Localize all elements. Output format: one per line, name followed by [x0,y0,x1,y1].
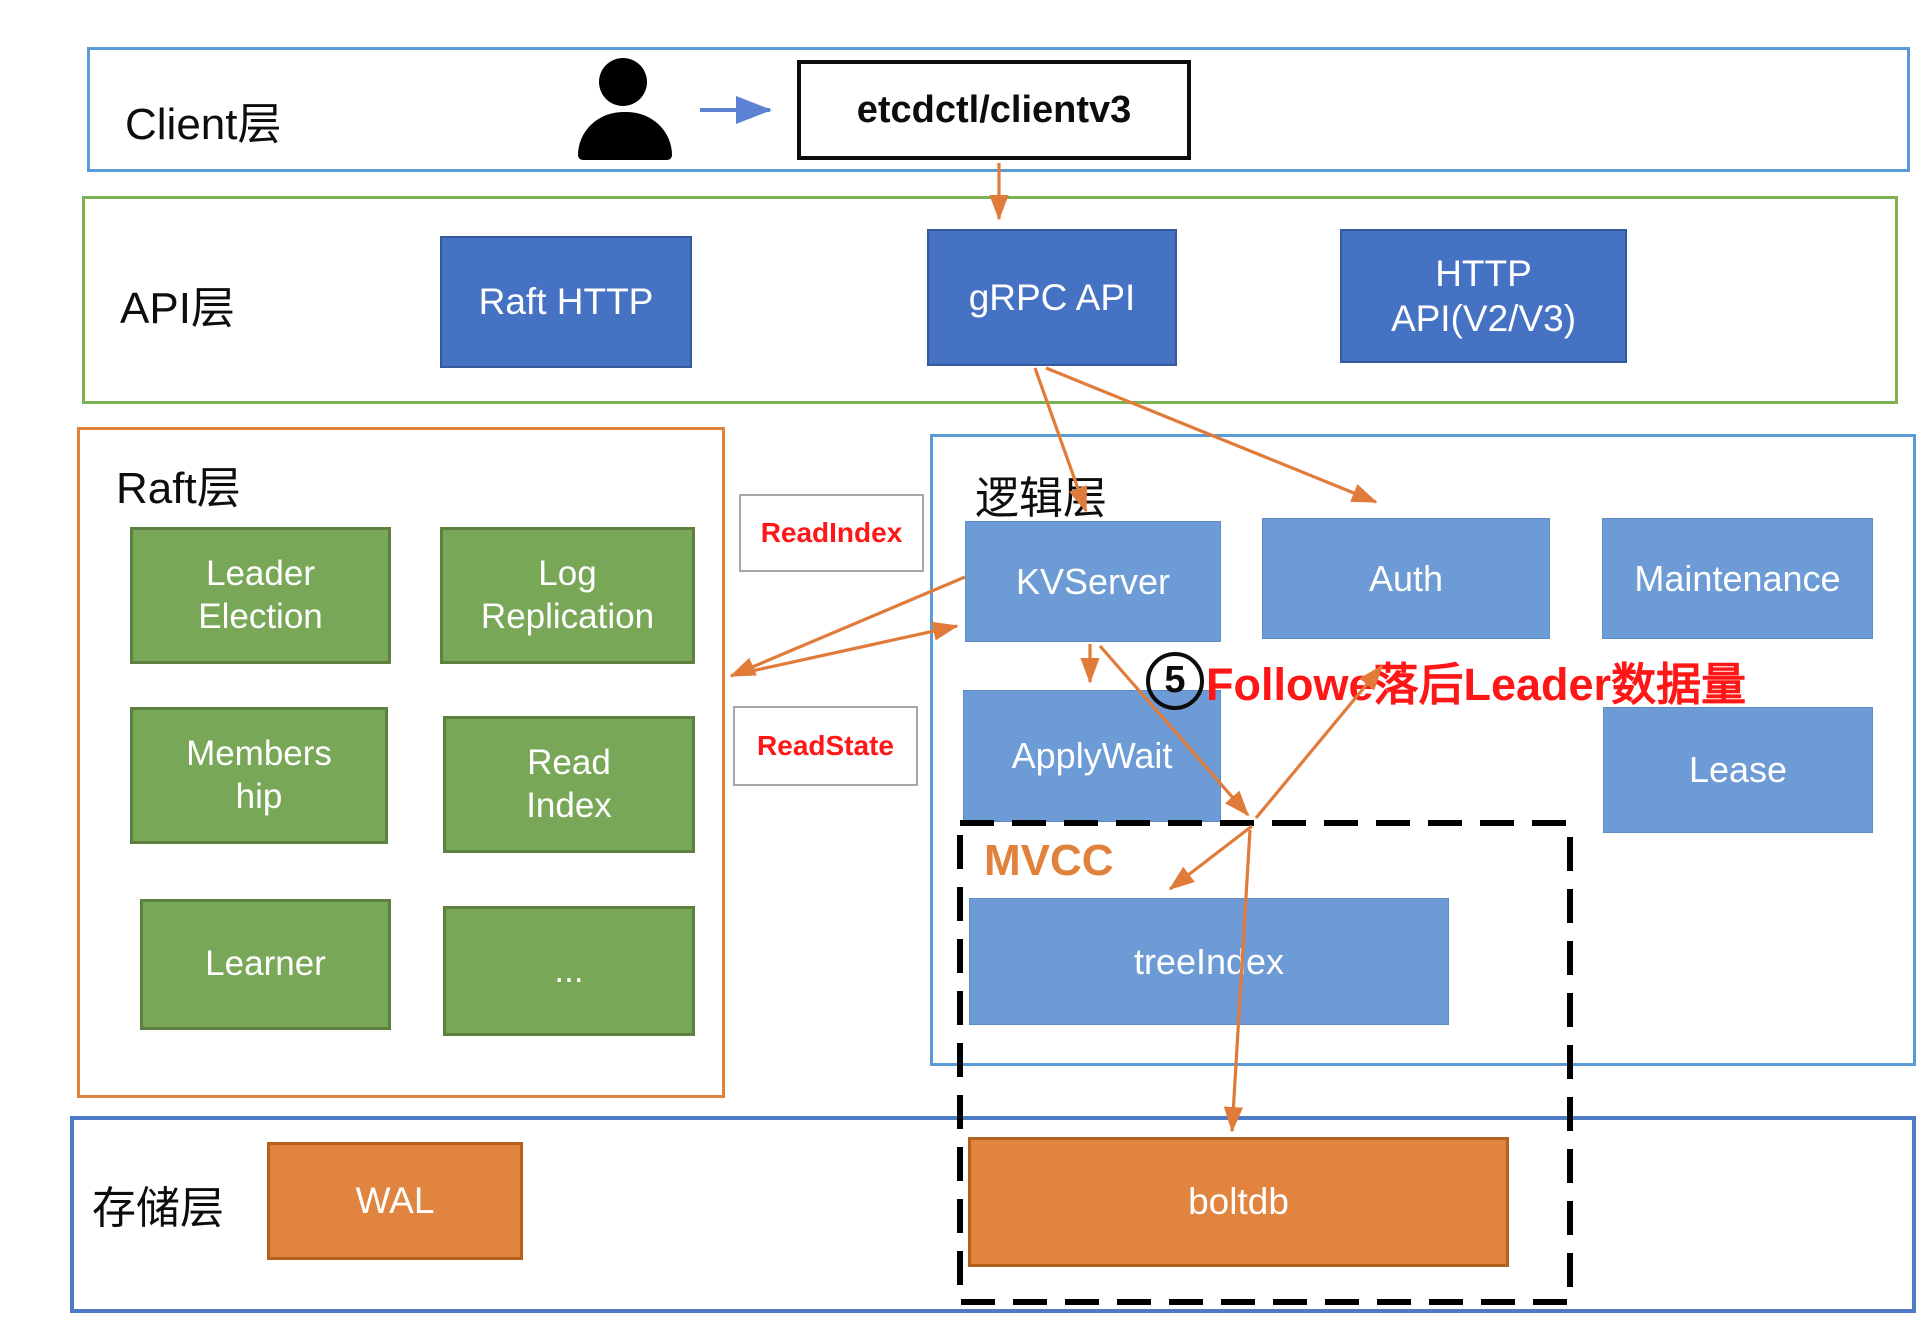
treeindex-label: treeIndex [1133,940,1285,982]
raft-http-box: Raft HTTP [440,236,692,368]
read-index-label-line2: Index [526,785,612,825]
lease-box: Lease [1603,707,1873,833]
user-icon-body [578,112,672,160]
auth-label: Auth [1368,557,1444,599]
readindex-flow-label: ReadIndex [739,494,924,572]
auth-box: Auth [1262,518,1550,639]
log-replication-box: Log Replication [440,527,695,664]
logic-layer-title: 逻辑层 [975,474,1107,523]
arrow-raft-to-kvserver [737,621,959,676]
etcdctl-clientv3-label: etcdctl/clientv3 [856,88,1132,131]
maintenance-box: Maintenance [1602,518,1873,639]
mvcc-label: MVCC [984,836,1114,885]
leader-election-label-line1: Leader [206,553,315,593]
log-replication-label-line2: Replication [480,596,655,636]
membership-box: Members hip [130,707,388,844]
http-api-label-line1: HTTP [1435,252,1532,294]
read-index-box: Read Index [443,716,695,853]
ellipsis-label: ... [554,950,584,990]
grpc-api-label: gRPC API [968,276,1136,318]
annotation-text: Followe落后Leader数据量 [1206,659,1747,710]
kvserver-label: KVServer [1015,560,1171,602]
readstate-flow-label: ReadState [733,706,918,786]
leader-election-box: Leader Election [130,527,391,664]
user-icon-head [599,58,647,106]
client-layer-title: Client层 [125,100,282,149]
http-api-label-line2: API(V2/V3) [1390,298,1577,339]
learner-label: Learner [205,944,326,984]
boltdb-box: boltdb [968,1137,1509,1267]
kvserver-box: KVServer [965,521,1221,642]
raft-http-label: Raft HTTP [478,281,654,323]
user-icon [578,58,674,162]
treeindex-box: treeIndex [969,898,1449,1025]
lease-label: Lease [1688,749,1788,791]
log-replication-label-line1: Log [538,553,597,593]
learner-box: Learner [140,899,391,1030]
read-index-label-line1: Read [527,742,611,782]
wal-label: WAL [355,1180,435,1222]
circled-number-5: 5 [1146,651,1204,710]
storage-layer-title: 存储层 [92,1184,224,1233]
api-layer-title: API层 [120,284,235,333]
maintenance-label: Maintenance [1634,557,1841,599]
http-api-box: HTTP API(V2/V3) [1340,229,1627,363]
leader-election-label-line2: Election [198,596,323,636]
wal-box: WAL [267,1142,523,1260]
ellipsis-box: ... [443,906,695,1036]
grpc-api-box: gRPC API [927,229,1177,366]
readindex-flow-label-text: ReadIndex [760,516,903,548]
readstate-flow-label-text: ReadState [757,729,894,761]
raft-layer-title: Raft层 [116,464,241,513]
applywait-label: ApplyWait [1011,735,1173,777]
annotation-follower-lag: 5 Followe落后Leader数据量 [1146,648,1746,713]
membership-label-line1: Members [186,733,332,773]
etcdctl-clientv3-box: etcdctl/clientv3 [797,60,1191,160]
boltdb-label: boltdb [1188,1181,1289,1223]
membership-label-line2: hip [235,776,283,816]
raft-layer-container [77,427,725,1098]
